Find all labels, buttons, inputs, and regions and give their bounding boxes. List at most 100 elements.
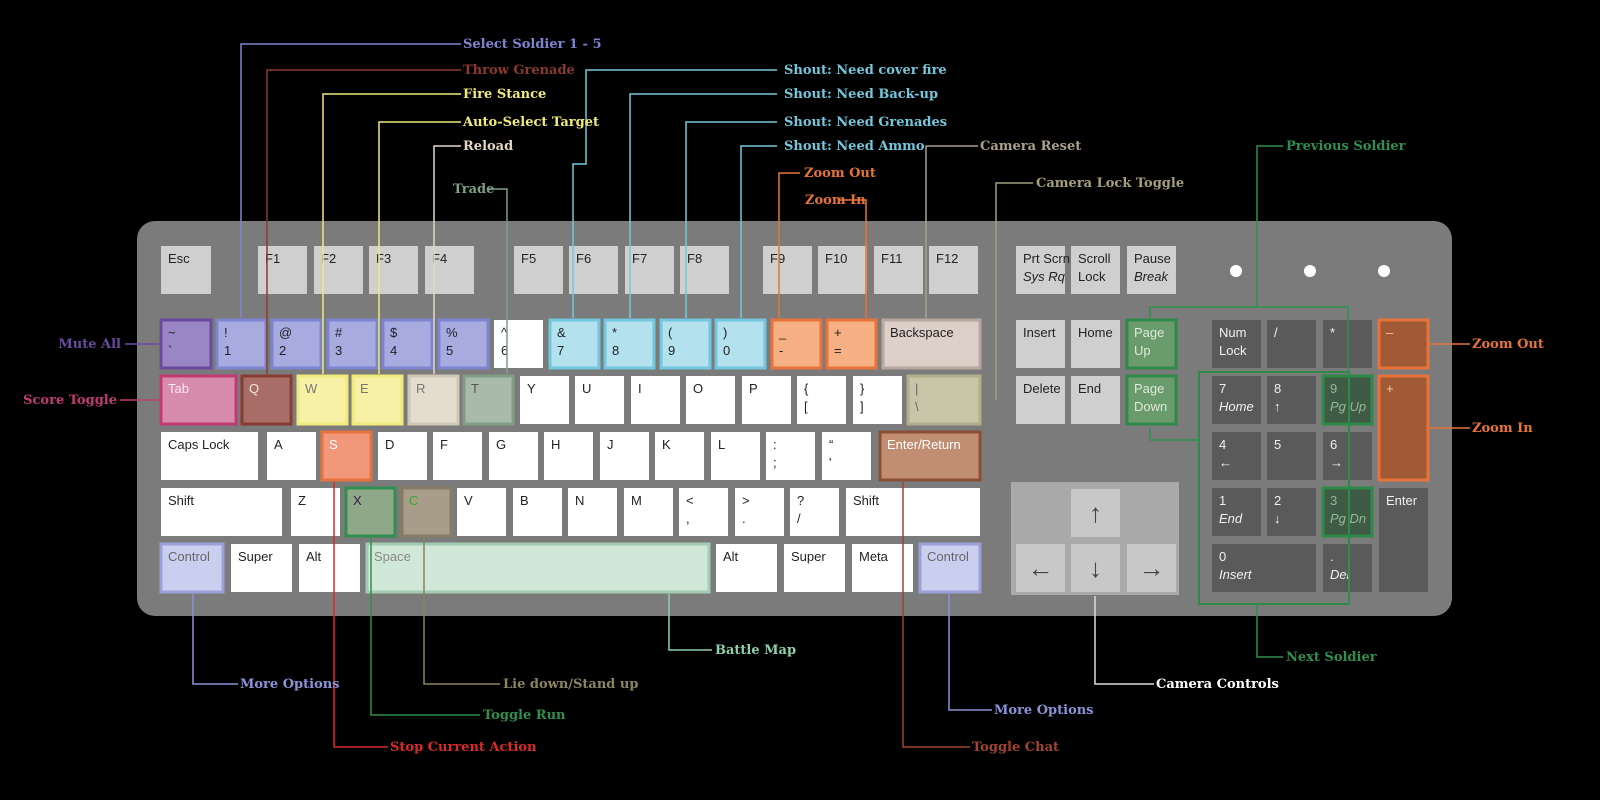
key-k6[interactable]: ^6: [494, 320, 543, 368]
key-k4[interactable]: $4: [381, 318, 434, 370]
key-backspace[interactable]: Backspace: [881, 318, 982, 370]
key-left[interactable]: ←: [1016, 544, 1065, 592]
key-insert[interactable]: Insert: [1016, 320, 1065, 368]
key-k1[interactable]: !1: [215, 318, 268, 370]
key-lshift[interactable]: Shift: [161, 488, 282, 536]
key-f6[interactable]: F6: [569, 246, 618, 294]
key-np8[interactable]: 8↑: [1267, 376, 1316, 424]
key-minus[interactable]: _-: [770, 318, 823, 370]
key-k[interactable]: K: [655, 432, 704, 480]
key-t[interactable]: T: [462, 374, 515, 426]
key-rcontrol[interactable]: Control: [918, 542, 982, 594]
key-tab[interactable]: Tab: [159, 374, 238, 426]
key-rsuper[interactable]: Super: [784, 544, 845, 592]
key-e[interactable]: E: [351, 374, 404, 426]
key-space[interactable]: Space: [365, 542, 711, 594]
key-m[interactable]: M: [624, 488, 673, 536]
key-k8[interactable]: *8: [603, 318, 656, 370]
key-tilde[interactable]: ~`: [159, 318, 213, 370]
key-f[interactable]: F: [433, 432, 482, 480]
key-f12[interactable]: F12: [929, 246, 978, 294]
key-z[interactable]: Z: [291, 488, 340, 536]
key-capslock[interactable]: Caps Lock: [161, 432, 258, 480]
key-ralt[interactable]: Alt: [716, 544, 777, 592]
key-v[interactable]: V: [457, 488, 506, 536]
key-period[interactable]: >.: [735, 488, 784, 536]
key-lsuper[interactable]: Super: [231, 544, 292, 592]
key-f5[interactable]: F5: [514, 246, 563, 294]
key-w[interactable]: W: [296, 374, 349, 426]
key-np3[interactable]: 3Pg Dn: [1321, 486, 1374, 538]
key-h[interactable]: H: [544, 432, 593, 480]
key-np4[interactable]: 4←: [1212, 432, 1261, 480]
key-s[interactable]: S: [320, 430, 373, 482]
key-k2[interactable]: @2: [270, 318, 323, 370]
key-colon[interactable]: :;: [766, 432, 815, 480]
key-np6[interactable]: 6→: [1323, 432, 1372, 480]
key-down[interactable]: ↓: [1071, 544, 1120, 592]
key-npminus[interactable]: –: [1377, 318, 1430, 370]
key-home[interactable]: Home: [1071, 320, 1120, 368]
key-l[interactable]: L: [711, 432, 760, 480]
key-npenter[interactable]: Enter: [1379, 488, 1428, 592]
key-q[interactable]: Q: [240, 374, 293, 426]
key-quote[interactable]: “': [822, 432, 871, 480]
key-lcontrol[interactable]: Control: [159, 542, 225, 594]
key-np2[interactable]: 2↓: [1267, 488, 1316, 536]
key-j[interactable]: J: [600, 432, 649, 480]
key-g[interactable]: G: [489, 432, 538, 480]
key-x[interactable]: X: [344, 486, 397, 538]
key-npdiv[interactable]: /: [1267, 320, 1316, 368]
key-enter[interactable]: Enter/Return: [878, 430, 982, 482]
key-equals[interactable]: +=: [825, 318, 878, 370]
key-n[interactable]: N: [568, 488, 617, 536]
key-slash[interactable]: ?/: [790, 488, 839, 536]
key-p[interactable]: P: [742, 376, 791, 424]
key-k0[interactable]: )0: [714, 318, 767, 370]
key-lalt[interactable]: Alt: [299, 544, 360, 592]
key-f9[interactable]: F9: [763, 246, 812, 294]
key-a[interactable]: A: [267, 432, 316, 480]
key-delete[interactable]: Delete: [1016, 376, 1065, 424]
key-pipe[interactable]: |\: [906, 374, 982, 426]
key-r[interactable]: R: [407, 374, 460, 426]
key-comma[interactable]: <,: [679, 488, 728, 536]
key-f8[interactable]: F8: [680, 246, 729, 294]
key-y[interactable]: Y: [520, 376, 569, 424]
key-k5[interactable]: %5: [437, 318, 490, 370]
key-k9[interactable]: (9: [659, 318, 712, 370]
key-f1[interactable]: F1: [258, 246, 307, 294]
key-rbrace[interactable]: }]: [853, 376, 902, 424]
key-meta[interactable]: Meta: [852, 544, 913, 592]
key-b[interactable]: B: [513, 488, 562, 536]
key-i[interactable]: I: [631, 376, 680, 424]
key-f2[interactable]: F2: [314, 246, 363, 294]
key-f4[interactable]: F4: [425, 246, 474, 294]
key-f10[interactable]: F10: [818, 246, 867, 294]
key-right[interactable]: →: [1127, 544, 1176, 592]
key-k3[interactable]: #3: [326, 318, 379, 370]
key-k7[interactable]: &7: [548, 318, 601, 370]
key-f11[interactable]: F11: [874, 246, 923, 294]
key-o[interactable]: O: [686, 376, 735, 424]
key-np5[interactable]: 5: [1267, 432, 1316, 480]
key-c[interactable]: C: [400, 486, 453, 538]
key-rshift[interactable]: Shift: [846, 488, 980, 536]
key-up[interactable]: ↑: [1071, 489, 1120, 537]
key-u[interactable]: U: [575, 376, 624, 424]
key-end[interactable]: End: [1071, 376, 1120, 424]
key-f7[interactable]: F7: [625, 246, 674, 294]
key-esc[interactable]: Esc: [161, 246, 211, 294]
key-npplus[interactable]: +: [1377, 374, 1430, 482]
key-d[interactable]: D: [378, 432, 427, 480]
key-lbrace[interactable]: {[: [797, 376, 846, 424]
